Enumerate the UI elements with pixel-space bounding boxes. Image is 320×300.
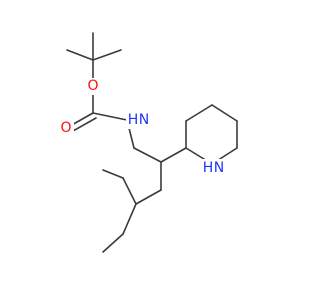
- bond-ethyl-upper-terminal: [102, 169, 124, 179]
- bond-ch-to-ring: [160, 147, 187, 163]
- piperidine-hydrogen-label: H: [203, 160, 214, 176]
- bond-carbonyl-double-b: [72, 117, 97, 132]
- bond-ethyl-lower-terminal: [102, 233, 124, 253]
- carbamate-nitrogen-label: N: [139, 112, 149, 128]
- bond-chain-to-branch: [135, 189, 162, 205]
- bond-ch2-to-ch: [133, 147, 162, 163]
- bond-tbu-methyl-left: [66, 49, 94, 61]
- piperidine-nitrogen-label: N: [214, 160, 224, 176]
- bond-carbonyl-to-nitrogen: [92, 112, 128, 121]
- molecule-drawing: O O N H N H: [58, 32, 238, 253]
- bond-branch-to-ethyl-upper: [122, 177, 137, 205]
- structure-canvas: O O N H N H: [58, 32, 238, 253]
- bond-ring-c3-c4: [185, 104, 213, 122]
- bond-lines: [66, 32, 238, 253]
- ester-oxygen-label: O: [87, 78, 98, 94]
- bond-ring-c4-c5: [211, 104, 238, 122]
- atom-labels: O O N H N H: [58, 78, 227, 176]
- carbonyl-oxygen-label: O: [60, 120, 71, 136]
- bond-branch-to-ethyl-lower: [122, 203, 137, 235]
- carbamate-hydrogen-label: H: [128, 112, 139, 128]
- bond-tbu-methyl-right: [92, 49, 122, 61]
